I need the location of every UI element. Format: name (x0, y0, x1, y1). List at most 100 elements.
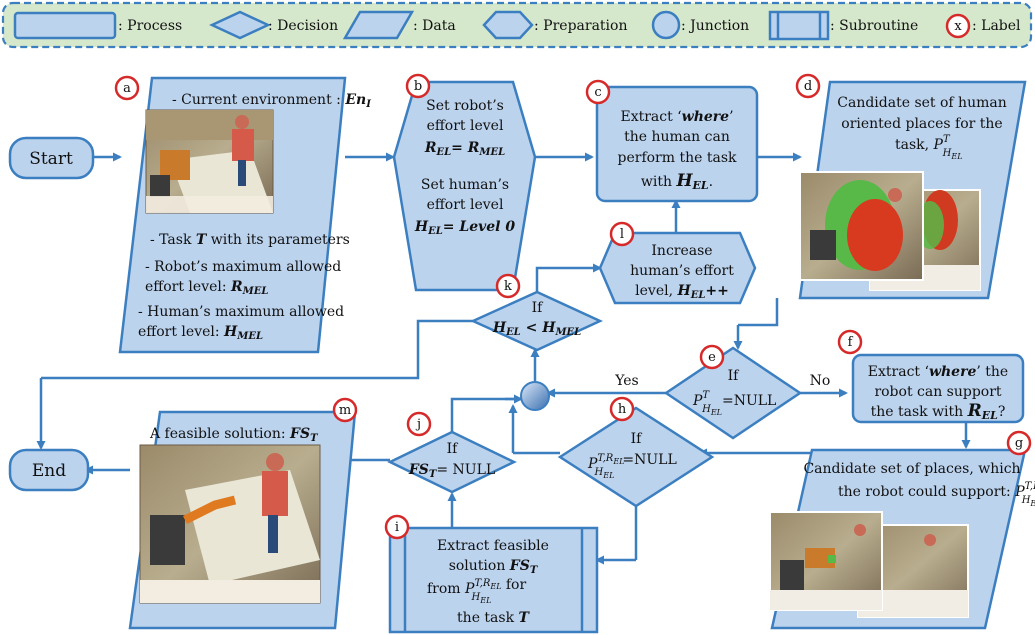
e-line1: If (728, 368, 741, 384)
svg-text:d: d (804, 79, 812, 94)
b-robot-line3: REL= RMEL (424, 140, 505, 158)
legend-junction-shape (651, 10, 681, 40)
a-human-line1: - Human’s maximum allowed (138, 304, 344, 320)
svg-text:i: i (395, 520, 399, 535)
c-line3: perform the task (618, 150, 738, 166)
f-line2: robot can support (874, 384, 1001, 400)
junction-node (520, 381, 550, 411)
label-marker-c: c (585, 79, 611, 105)
robot-places-image-front (769, 511, 883, 611)
human-places-image-front (799, 171, 924, 281)
a-human-line2: effort level: HMEL (138, 324, 263, 342)
d-line2: oriented places for the (841, 116, 1002, 132)
l-line2: human’s effort (630, 263, 734, 279)
i-line2: solution FST (449, 558, 539, 576)
f-line1: Extract ‘where’ the (868, 364, 1008, 380)
l-line3: level, HEL++ (635, 283, 729, 301)
j-line2: FST= NULL (408, 462, 495, 480)
d-line1: Candidate set of human (837, 95, 1006, 111)
line-d-to-e (738, 298, 779, 327)
b-human-line1: Set human’s (421, 177, 509, 193)
node-f-process: Extract ‘where’ the robot can support th… (851, 353, 1025, 424)
connectors (36, 152, 971, 565)
e-yes-label: Yes (614, 373, 639, 389)
svg-text:f: f (848, 335, 854, 350)
node-l-preparation: Increase human’s effort level, HEL++ (598, 231, 757, 305)
svg-text:a: a (123, 81, 131, 96)
legend-label-marker-text: x (954, 19, 962, 34)
label-marker-b: b (405, 73, 431, 99)
legend-subroutine-label: : Subroutine (830, 18, 918, 34)
i-line1: Extract feasible (437, 538, 549, 554)
node-b-preparation: Set robot’s effort level REL= RMEL Set h… (392, 80, 537, 292)
node-i-subroutine: Extract feasible solution FST from PT,RE… (388, 526, 599, 634)
start-label: Start (29, 149, 73, 169)
label-marker-a: a (114, 75, 140, 101)
svg-text:b: b (414, 79, 422, 94)
j-line1: If (447, 441, 460, 457)
legend-process-label: : Process (118, 18, 182, 34)
b-robot-line2: effort level (427, 118, 504, 134)
label-markers: a b c d e f g h i j k l m (114, 73, 1032, 540)
start-terminal: Start (8, 136, 95, 180)
c-line1: Extract ‘where’ (620, 109, 733, 125)
a-line1: - Current environment : EnI (172, 92, 371, 110)
legend-junction-label: : Junction (681, 18, 749, 34)
svg-text:h: h (618, 402, 627, 417)
node-c-process: Extract ‘where’ the human can perform th… (595, 85, 759, 203)
i-line4: the task T (457, 610, 530, 626)
label-marker-l: l (609, 221, 635, 247)
legend-process-shape (13, 11, 117, 40)
label-marker-i: i (384, 514, 410, 540)
a-task-line: - Task T with its parameters (150, 232, 350, 248)
h-line1: If (631, 431, 644, 447)
label-marker-f: f (837, 329, 863, 355)
solution-image (139, 444, 321, 604)
svg-text:l: l (620, 227, 624, 242)
g-line1: Candidate set of places, which (803, 461, 1020, 477)
label-marker-j: j (406, 411, 432, 437)
line-k-to-end (41, 319, 473, 380)
svg-text:e: e (708, 350, 716, 365)
line-k-up (535, 266, 578, 292)
label-marker-m: m (332, 397, 358, 423)
a-robot-line1: - Robot’s maximum allowed (145, 259, 341, 275)
label-marker-d: d (795, 73, 821, 99)
b-human-line2: effort level (427, 197, 504, 213)
line-j-up (450, 397, 523, 432)
node-j-decision: If FST= NULL (387, 430, 517, 494)
end-label: End (32, 461, 66, 481)
legend-decision-label: : Decision (268, 18, 338, 34)
f-line3: the task with REL? (871, 401, 1006, 422)
c-line4: with HEL. (641, 171, 713, 192)
a-robot-line2: effort level: RMEL (145, 279, 268, 297)
legend-label-marker (945, 13, 971, 39)
environment-image (145, 109, 274, 214)
b-human-line3: HEL= Level 0 (414, 219, 515, 237)
label-marker-k: k (495, 273, 521, 299)
e-no-label: No (810, 373, 831, 389)
l-line1: Increase (651, 243, 712, 259)
label-marker-e: e (699, 344, 725, 370)
svg-text:c: c (594, 85, 601, 100)
legend-preparation-shape (482, 10, 534, 40)
legend-subroutine-shape (768, 10, 830, 41)
node-k-decision: If HEL < HMEL (469, 290, 603, 352)
b-robot-line1: Set robot’s (426, 98, 504, 114)
legend: : Process : Decision : Data : Preparatio… (1, 1, 1033, 49)
node-d-data: Candidate set of human oriented places f… (798, 80, 1027, 300)
label-marker-h: h (609, 396, 635, 422)
legend-preparation-label: : Preparation (534, 18, 627, 34)
m-line1: A feasible solution: FST (149, 426, 319, 444)
svg-text:k: k (504, 279, 512, 294)
legend-label-label: : Label (972, 18, 1021, 34)
